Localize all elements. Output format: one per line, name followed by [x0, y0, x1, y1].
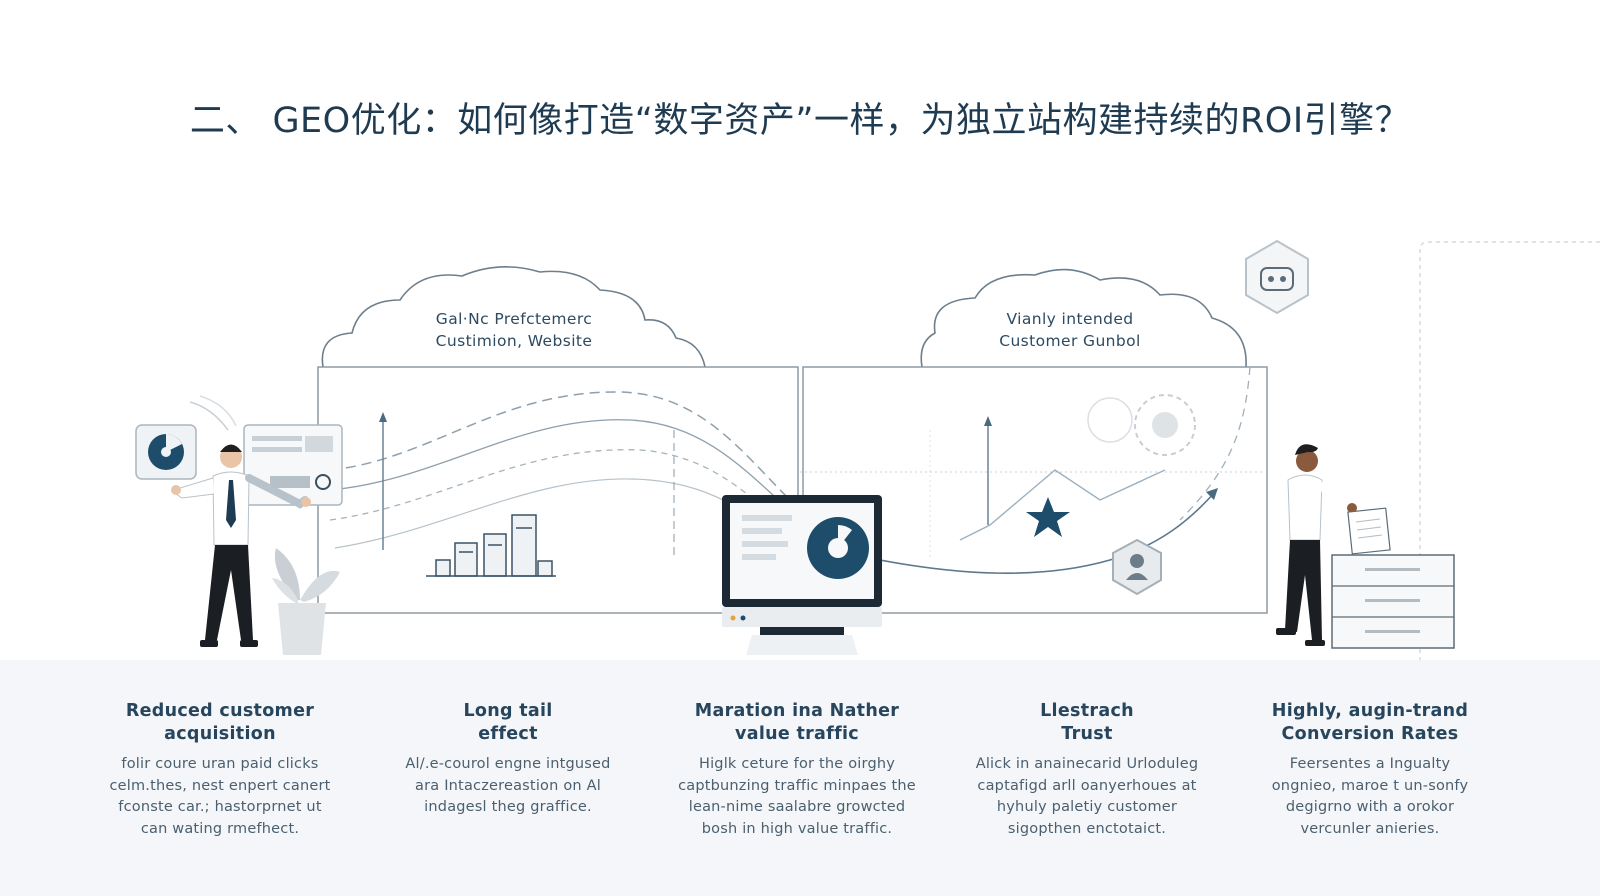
cloud-label-left-line2: Custimion, Website — [435, 332, 593, 350]
geo-illustration — [135, 239, 1600, 660]
man-figure-left — [171, 444, 311, 647]
page-title: 二、 GEO优化：如何像打造“数字资产”一样，为独立站构建持续的ROI引擎？ — [189, 101, 1411, 141]
growth-line — [879, 491, 1216, 574]
desk — [1331, 507, 1455, 649]
cloud-label-right-line1: Vianly intended — [1006, 310, 1134, 328]
arrow-head — [1206, 488, 1218, 500]
panel-left — [317, 366, 799, 614]
plant — [272, 548, 340, 655]
document-card — [243, 424, 343, 506]
cloud-label-right-line2: Customer Gunbol — [999, 332, 1141, 350]
cloud-label-right: Vianly intended Customer Gunbol — [950, 308, 1190, 352]
flow-line — [1179, 366, 1251, 521]
cloud-right — [920, 268, 1247, 368]
flow-line — [329, 419, 801, 521]
user-shield-icon — [1112, 538, 1162, 596]
hexagon-bot-icon — [1245, 239, 1309, 315]
star-icon — [1026, 497, 1070, 537]
flow-line — [329, 391, 791, 501]
building-icon — [426, 514, 556, 577]
dashed-frame — [1419, 241, 1600, 660]
man-figure-right — [1276, 444, 1357, 646]
pie-chart-card — [135, 395, 237, 480]
cloud-label-left: Gal·Nc Prefctemerc Custimion, Website — [394, 308, 634, 352]
cloud-label-left-line1: Gal·Nc Prefctemerc — [435, 310, 593, 328]
monitor-icon — [722, 495, 882, 655]
flow-line — [329, 449, 801, 541]
gear-icon — [1087, 394, 1196, 456]
cloud-left — [321, 266, 706, 368]
trend-line — [959, 469, 1166, 541]
